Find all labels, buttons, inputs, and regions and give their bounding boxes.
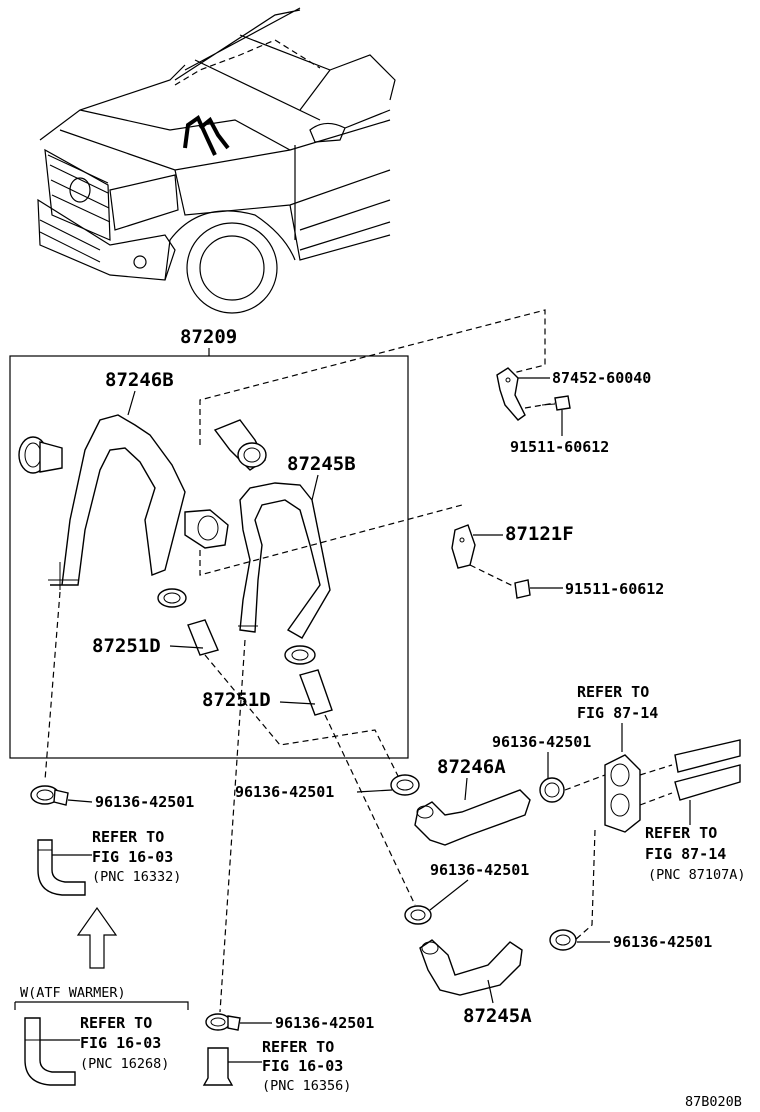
ref-top-right-line2: FIG 87-14 <box>577 704 658 722</box>
bolt-91511-b[interactable] <box>514 579 531 599</box>
clamp-left-lower[interactable] <box>30 785 69 806</box>
clamp-mid-inner[interactable] <box>184 509 229 549</box>
hose-87246a[interactable] <box>414 789 531 846</box>
grommet[interactable] <box>604 754 641 833</box>
label-96136-42501-lower: 96136-42501 <box>430 861 529 879</box>
clamp-246a[interactable] <box>539 777 565 803</box>
label-96136-42501-right: 96136-42501 <box>613 933 712 951</box>
pipe-87251d-a[interactable] <box>187 619 219 656</box>
label-91511-60612-b: 91511-60612 <box>565 580 664 598</box>
ref-atf-line2: FIG 16-03 <box>80 1034 161 1052</box>
arrow-up-icon <box>76 906 118 969</box>
ref-right-line3: (PNC 87107A) <box>648 867 746 883</box>
figure-code: 87B020B <box>685 1094 742 1110</box>
label-91511-60612-a: 91511-60612 <box>510 438 609 456</box>
hose-end-atf <box>24 1017 76 1086</box>
ref-bottom-line1: REFER TO <box>262 1038 334 1056</box>
ref-left-line2: FIG 16-03 <box>92 848 173 866</box>
label-87121f: 87121F <box>505 523 574 545</box>
label-96136-42501-mid: 96136-42501 <box>235 783 334 801</box>
label-87452-60040: 87452-60040 <box>552 369 651 387</box>
ref-atf-line1: REFER TO <box>80 1014 152 1032</box>
ref-bottom-line2: FIG 16-03 <box>262 1057 343 1075</box>
label-87245a: 87245A <box>463 1005 532 1027</box>
label-87209: 87209 <box>180 326 237 348</box>
label-96136-42501-left: 96136-42501 <box>95 793 194 811</box>
bracket-87121f[interactable] <box>451 524 476 569</box>
ref-right-line2: FIG 87-14 <box>645 845 726 863</box>
label-87246b: 87246B <box>105 369 174 391</box>
label-87246a: 87246A <box>437 756 506 778</box>
ref-bottom-line3: (PNC 16356) <box>262 1078 351 1094</box>
ref-left-line3: (PNC 16332) <box>92 869 181 885</box>
pipe-end-bottom <box>202 1047 234 1086</box>
clamp-small-a[interactable] <box>157 588 187 608</box>
bolt-91511-a[interactable] <box>541 395 571 411</box>
hose-end-left <box>37 839 86 896</box>
pipe-top-right <box>674 739 741 801</box>
clamp-right[interactable] <box>549 929 577 951</box>
clamp-lower[interactable] <box>404 905 432 925</box>
assembly-box <box>9 355 409 759</box>
hose-87245b[interactable] <box>238 482 331 639</box>
ref-left-line1: REFER TO <box>92 828 164 846</box>
label-96136-42501-246a: 96136-42501 <box>492 733 591 751</box>
label-87251d-b: 87251D <box>202 689 271 711</box>
pipe-87251d-b[interactable] <box>299 669 333 716</box>
clamp-inner-left[interactable] <box>18 436 63 474</box>
label-87245b: 87245B <box>287 453 356 475</box>
clamp-bottom[interactable] <box>205 1013 241 1031</box>
ref-atf-line3: (PNC 16268) <box>80 1056 169 1072</box>
hose-87246b[interactable] <box>48 414 186 590</box>
atf-box-title: W(ATF WARMER) <box>20 985 126 1001</box>
ref-top-right-line1: REFER TO <box>577 683 649 701</box>
label-87251d-a: 87251D <box>92 635 161 657</box>
label-96136-42501-bottom: 96136-42501 <box>275 1014 374 1032</box>
clamp-mid[interactable] <box>390 774 420 796</box>
ref-right-line1: REFER TO <box>645 824 717 842</box>
clamp-upper[interactable] <box>213 419 267 471</box>
hose-87245a[interactable] <box>419 939 523 996</box>
bracket-87452[interactable] <box>496 367 526 421</box>
vehicle-illustration <box>37 7 396 314</box>
clamp-small-b[interactable] <box>284 645 316 665</box>
